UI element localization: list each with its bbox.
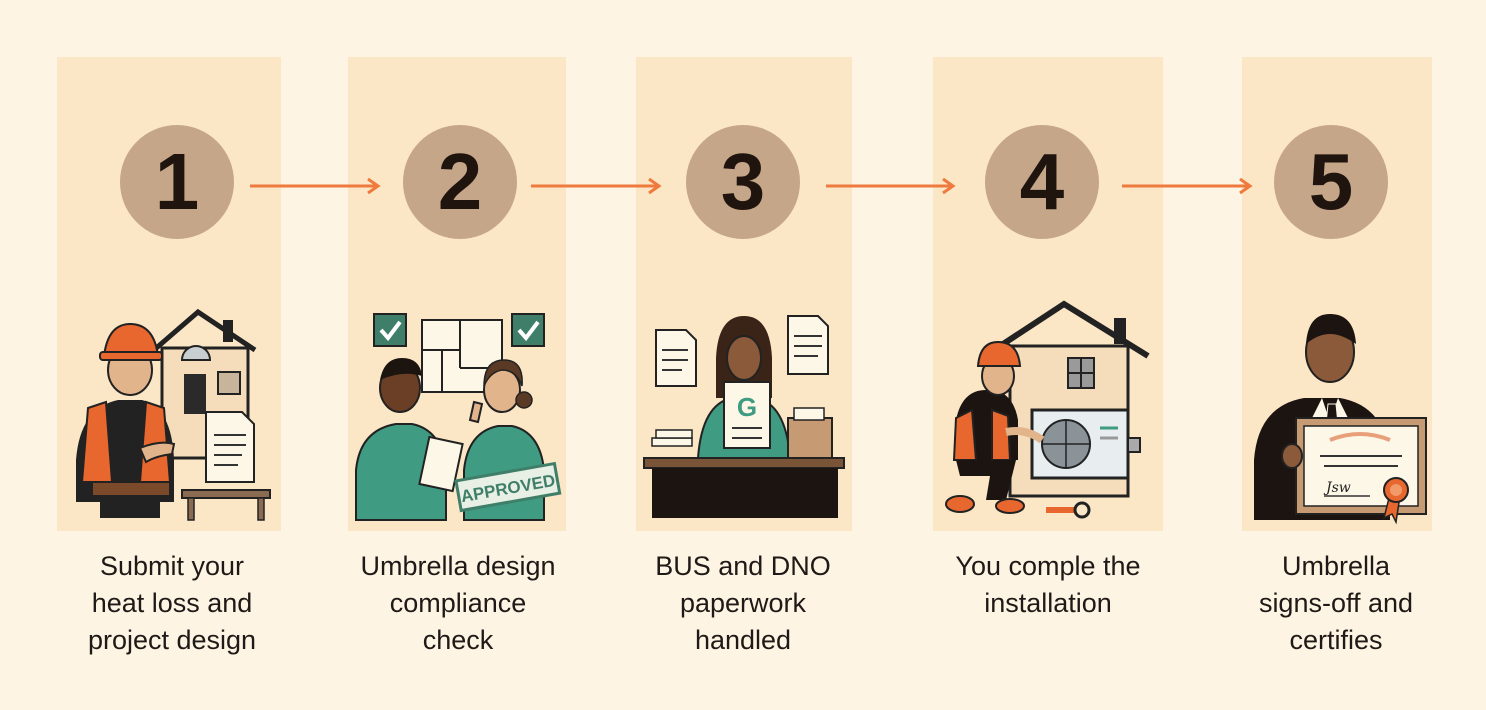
- step-5-caption: Umbrella signs-off and certifies: [1206, 548, 1466, 659]
- step-2-caption: Umbrella design compliance check: [328, 548, 588, 659]
- step-1-caption-line: heat loss and: [91, 588, 253, 618]
- step-3-caption-line: handled: [694, 625, 792, 655]
- step-2-caption-line: Umbrella design: [360, 551, 556, 581]
- step-5-caption-line: Umbrella: [1281, 551, 1391, 581]
- step-3-caption: BUS and DNO paperwork handled: [613, 548, 873, 659]
- worker-house-illustration: [76, 308, 271, 521]
- step-3-caption-line: paperwork: [679, 588, 807, 618]
- installer-heatpump-illustration: [945, 300, 1150, 519]
- arrow-2-to-3: [531, 177, 662, 195]
- step-2-number: 2: [403, 125, 517, 239]
- arrow-3-to-4: [826, 177, 956, 195]
- doc-letter: G: [737, 392, 757, 422]
- arrow-1-to-2: [250, 177, 381, 195]
- step-1-number: 1: [120, 125, 234, 239]
- step-3-caption-line: BUS and DNO: [655, 551, 831, 581]
- step-4-caption: You comple the installation: [918, 548, 1178, 622]
- step-1-caption-line: Submit your: [99, 551, 245, 581]
- step-2-caption-line: compliance: [389, 588, 527, 618]
- certificate-illustration: Jsw: [1254, 314, 1427, 525]
- step-4-caption-line: You comple the: [955, 551, 1141, 581]
- step-5-caption-line: certifies: [1289, 625, 1383, 655]
- step-4-caption-line: installation: [984, 588, 1112, 618]
- step-5-number: 5: [1274, 125, 1388, 239]
- step-1-caption: Submit your heat loss and project design: [42, 548, 302, 659]
- paperwork-desk-illustration: G: [643, 315, 845, 518]
- step-5-caption-line: signs-off and: [1258, 588, 1414, 618]
- signature-text: Jsw: [1323, 480, 1351, 496]
- step-1-caption-line: project design: [87, 625, 257, 655]
- step-3-number: 3: [686, 125, 800, 239]
- step-2-caption-line: check: [422, 625, 494, 655]
- step-4-number: 4: [985, 125, 1099, 239]
- arrow-4-to-5: [1122, 177, 1253, 195]
- review-approved-illustration: APPROVED: [355, 313, 562, 521]
